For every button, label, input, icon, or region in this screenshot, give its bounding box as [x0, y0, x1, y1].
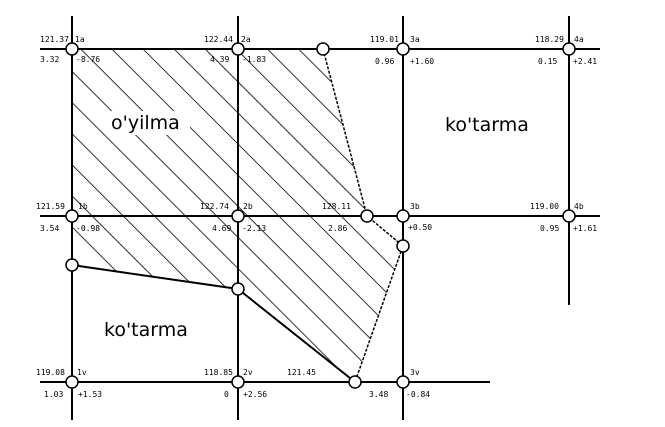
node-2b-diff: -2.13 [242, 224, 266, 233]
node-2b-elevation: 122.74 [200, 202, 229, 211]
node-1v-marker [65, 375, 79, 389]
node-2v-elevation: 118.85 [204, 368, 233, 377]
node-4a-diff: +2.41 [573, 57, 597, 66]
zero-point-right [396, 239, 410, 253]
node-2a-id: 2a [241, 35, 251, 44]
node-4b-elevation: 119.00 [530, 202, 559, 211]
node-4a-marker [562, 42, 576, 56]
zero-point-top [316, 42, 330, 56]
node-1b-work: 3.54 [40, 224, 59, 233]
node-2b-id: 2b [243, 202, 253, 211]
node-1a-elevation: 121.37 [40, 35, 69, 44]
node-3v-marker [396, 375, 410, 389]
node-1b-diff: -0.98 [76, 224, 100, 233]
zero-point-bottom-elevation: 121.45 [287, 368, 316, 377]
zero-point-mid-work: 2.86 [328, 224, 347, 233]
node-1v-work: 1.03 [44, 390, 63, 399]
node-3a-marker [396, 42, 410, 56]
node-3v-work: 3.48 [369, 390, 388, 399]
node-4a-work: 0.15 [538, 57, 557, 66]
zero-point-mid [360, 209, 374, 223]
node-2v-work: 0 [224, 390, 229, 399]
grid-lines [40, 16, 600, 420]
node-3v-diff: -0.84 [406, 390, 430, 399]
node-1a-marker [65, 42, 79, 56]
zero-point-mid-elevation: 128.11 [322, 202, 351, 211]
zone-label-cut: o'yilma [111, 112, 180, 134]
node-4b-diff: +1.61 [573, 224, 597, 233]
node-2a-marker [231, 42, 245, 56]
zero-work-boundary [322, 48, 404, 383]
zero-point-bottom [348, 375, 362, 389]
node-3b-id: 3b [410, 202, 420, 211]
node-4b-work: 0.95 [540, 224, 559, 233]
node-1b-elevation: 121.59 [36, 202, 65, 211]
node-2v-id: 2v [243, 368, 253, 377]
node-3a-diff: +1.60 [410, 57, 434, 66]
node-3b-marker [396, 209, 410, 223]
node-4b-marker [562, 209, 576, 223]
node-2b-marker [231, 209, 245, 223]
node-1v-elevation: 119.08 [36, 368, 65, 377]
node-1b-marker [65, 209, 79, 223]
node-3a-id: 3a [410, 35, 420, 44]
node-2v-marker [231, 375, 245, 389]
node-1v-diff: +1.53 [78, 390, 102, 399]
node-4a-elevation: 118.29 [535, 35, 564, 44]
node-3a-elevation: 119.01 [370, 35, 399, 44]
node-1a-diff: -8.76 [76, 55, 100, 64]
node-2v-diff: +2.56 [243, 390, 267, 399]
node-3v-id: 3v [410, 368, 420, 377]
node-1a-id: 1a [75, 35, 85, 44]
node-3b-diff: +0.50 [408, 223, 432, 232]
node-4b-id: 4b [574, 202, 584, 211]
node-2b-work: 4.69 [212, 224, 231, 233]
node-2a-work: 4.39 [210, 55, 229, 64]
node-2a-elevation: 122.44 [204, 35, 233, 44]
node-1a-work: 3.32 [40, 55, 59, 64]
node-1v-id: 1v [77, 368, 87, 377]
node-4a-id: 4a [574, 35, 584, 44]
node-1b-id: 1b [78, 202, 88, 211]
zero-point-left [65, 258, 79, 272]
node-markers [65, 42, 576, 389]
node-3a-work: 0.96 [375, 57, 394, 66]
zone-label-fill-left: ko'tarma [104, 319, 188, 341]
zone-label-fill-right: ko'tarma [445, 114, 529, 136]
node-2a-diff: -1.83 [242, 55, 266, 64]
cut-label-bg [108, 111, 190, 135]
zero-point-center [231, 282, 245, 296]
